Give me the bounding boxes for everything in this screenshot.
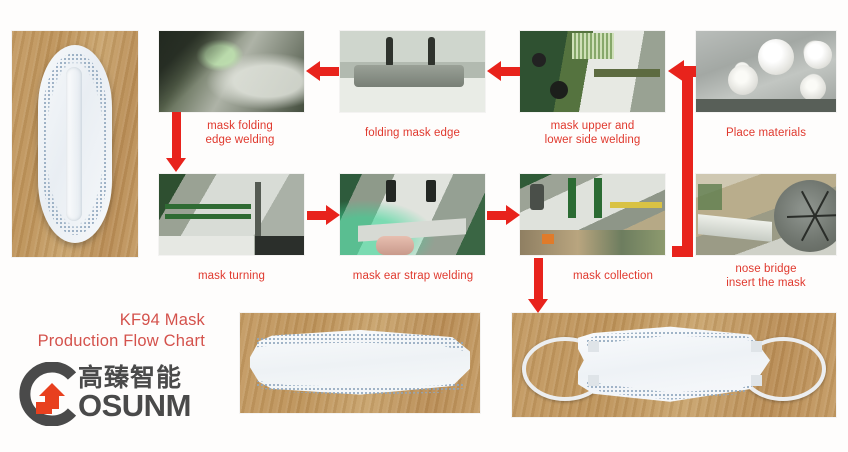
flow-arrow-right-mid-1 [307, 205, 340, 225]
photo-finished-mask-unfolded [12, 31, 138, 257]
photo-mask-folding-edge-welding [159, 31, 304, 112]
page-title-line2: Production Flow Chart [37, 332, 205, 350]
photo-mask-collection [520, 174, 665, 255]
photo-nose-bridge-insert-the-mask [696, 174, 836, 255]
photo-finished-mask-flat [240, 313, 480, 413]
caption-folding-mask-edge: folding mask edge [364, 127, 461, 139]
caption-mask-collection: mask collection [572, 270, 654, 282]
logo-brand-cn: 高臻智能 [78, 363, 183, 392]
flow-arrow-left-top-2 [487, 61, 520, 81]
flow-arrow-down-collection [528, 258, 548, 313]
photo-mask-ear-strap-welding [340, 174, 485, 255]
flow-connector-right-return [664, 60, 704, 260]
logo-brand-en: OSUNM [78, 388, 191, 423]
logo-wordmark: 高臻智能 OSUNM [78, 363, 191, 423]
caption-mask-folding-edge-welding: mask folding edge welding [205, 120, 275, 146]
flow-arrow-down-left [166, 112, 186, 172]
photo-mask-turning [159, 174, 304, 255]
caption-mask-turning: mask turning [197, 270, 266, 282]
osunm-circle-arrow-logo [12, 361, 86, 427]
caption-place-materials: Place materials [725, 127, 807, 139]
page-title-line1: KF94 Mask [119, 311, 205, 329]
flow-arrow-right-mid-2 [487, 205, 520, 225]
company-logo: 高臻智能 OSUNM [12, 361, 212, 428]
caption-mask-ear-strap-welding: mask ear strap welding [352, 270, 474, 282]
photo-folding-mask-edge [340, 31, 485, 112]
photo-mask-upper-lower-side-welding [520, 31, 665, 112]
caption-mask-upper-lower-side-welding: mask upper and lower side welding [544, 120, 641, 146]
flow-arrow-left-top-1 [306, 61, 339, 81]
photo-place-materials [696, 31, 836, 112]
photo-finished-mask-with-straps [512, 313, 836, 417]
caption-nose-bridge-insert-the-mask: nose bridge insert the mask [726, 263, 806, 289]
